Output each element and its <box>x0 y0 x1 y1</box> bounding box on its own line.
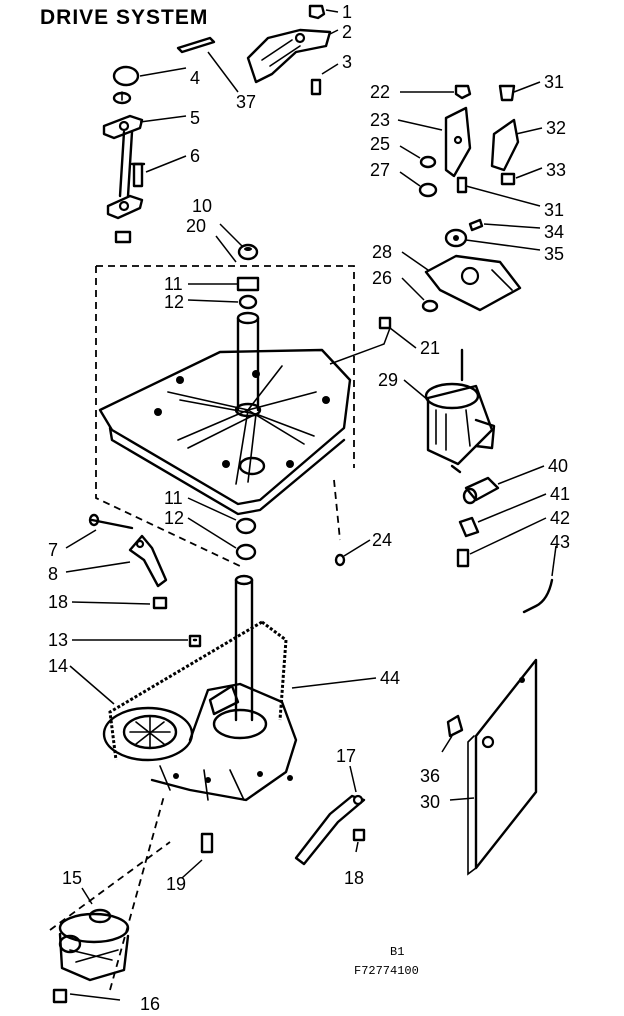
callout-13: 13 <box>48 630 68 650</box>
callout-15: 15 <box>62 868 82 888</box>
transmission-part-14 <box>102 682 298 802</box>
callout-12-upper: 12 <box>164 292 184 312</box>
callout-11-lower: 11 <box>164 488 183 508</box>
shaft-tube-upper <box>234 311 262 418</box>
bearing-part-11-lower <box>235 517 257 535</box>
bolt-part-31-top <box>498 84 516 102</box>
shim-part-37 <box>176 36 216 54</box>
bracket-part-23 <box>444 106 472 178</box>
callout-29: 29 <box>378 370 398 390</box>
bracket-part-8 <box>128 534 168 588</box>
callout-18-left: 18 <box>48 592 68 612</box>
washer-part-12-upper <box>238 294 258 310</box>
callout-20: 20 <box>186 216 206 236</box>
nut-part-21 <box>378 316 392 330</box>
screw-part-16 <box>52 988 68 1004</box>
screw-part-7 <box>88 513 134 530</box>
callout-4: 4 <box>190 68 200 88</box>
callout-43: 43 <box>550 532 570 552</box>
leader-lines <box>65 9 557 1001</box>
pump-part-15 <box>49 795 171 991</box>
callout-40: 40 <box>548 456 568 476</box>
callout-18-right: 18 <box>344 868 364 888</box>
base-plate-assembly-part-20 <box>95 265 355 567</box>
callout-44: 44 <box>380 668 400 688</box>
screw-part-31-lower <box>456 176 468 194</box>
motor-plate-part-28 <box>424 254 522 312</box>
clip-part-41 <box>458 516 480 538</box>
callout-30: 30 <box>420 792 440 812</box>
callout-16: 16 <box>140 994 160 1014</box>
clip-part-36 <box>446 714 464 738</box>
callout-32: 32 <box>546 118 566 138</box>
screw-part-19 <box>200 832 214 854</box>
screw-part-3 <box>310 78 322 96</box>
nut-part-18-right <box>352 828 366 842</box>
nut-part-26 <box>421 299 439 313</box>
belt-part-44 <box>108 620 288 761</box>
callout-12-lower: 12 <box>164 508 184 528</box>
callout-34: 34 <box>544 222 564 242</box>
motor-part-29 <box>424 348 496 474</box>
callout-1: 1 <box>342 2 352 22</box>
callout-6: 6 <box>190 146 200 166</box>
callout-3: 3 <box>342 52 352 72</box>
callout-42: 42 <box>550 508 570 528</box>
callout-19: 19 <box>166 874 186 894</box>
nut-part-27 <box>418 182 438 198</box>
bracket-part-2 <box>246 28 332 84</box>
pin-part-24 <box>334 553 346 567</box>
bolt-part-6 <box>130 162 146 188</box>
nut-part-22 <box>454 84 472 100</box>
nut-part-33 <box>500 172 516 186</box>
callout-41: 41 <box>550 484 570 504</box>
nut-part-1 <box>308 4 326 20</box>
callout-33: 33 <box>546 160 566 180</box>
bearing-part-11-upper <box>236 276 260 292</box>
wire-part-43 <box>522 578 554 614</box>
callout-22: 22 <box>370 82 390 102</box>
callout-26: 26 <box>372 268 392 288</box>
callout-31-lower: 31 <box>544 200 564 220</box>
callout-14: 14 <box>48 656 68 676</box>
diagram-title: DRIVE SYSTEM <box>40 6 208 29</box>
bracket-assembly-part-5 <box>102 91 144 244</box>
callout-28: 28 <box>372 242 392 262</box>
callout-5: 5 <box>190 108 200 128</box>
callout-24: 24 <box>372 530 392 550</box>
callout-7: 7 <box>48 540 58 560</box>
callout-11-upper: 11 <box>164 274 183 294</box>
washer-part-12-lower <box>235 543 257 561</box>
callout-35: 35 <box>544 244 564 264</box>
grommet-part-35 <box>444 228 468 248</box>
drive-shaft <box>234 574 254 722</box>
callout-labels: 1 2 3 4 5 6 37 22 23 25 27 31 32 33 31 3… <box>48 2 570 1014</box>
lever-part-17 <box>294 794 366 866</box>
cover-panel-part-30 <box>467 658 538 876</box>
nut-part-18-left <box>152 596 168 610</box>
callout-27: 27 <box>370 160 390 180</box>
capacitor-part-40 <box>462 476 500 505</box>
footer-line-1: B1 <box>390 945 404 959</box>
callout-31-top: 31 <box>544 72 564 92</box>
callout-23: 23 <box>370 110 390 130</box>
callout-10: 10 <box>192 196 212 216</box>
callout-36: 36 <box>420 766 440 786</box>
callout-2: 2 <box>342 22 352 42</box>
clip-part-34 <box>468 218 484 232</box>
callout-8: 8 <box>48 564 58 584</box>
cap-part-4 <box>112 65 140 87</box>
callout-21: 21 <box>420 338 440 358</box>
nut-part-13 <box>188 634 202 648</box>
washer-part-25 <box>419 155 437 169</box>
footer-line-2: F72774100 <box>354 964 419 978</box>
callout-25: 25 <box>370 134 390 154</box>
bracket-part-32 <box>490 118 520 172</box>
callout-37: 37 <box>236 92 256 112</box>
callout-17: 17 <box>336 746 356 766</box>
seal-part-10 <box>237 243 259 261</box>
screw-part-42 <box>456 548 470 568</box>
